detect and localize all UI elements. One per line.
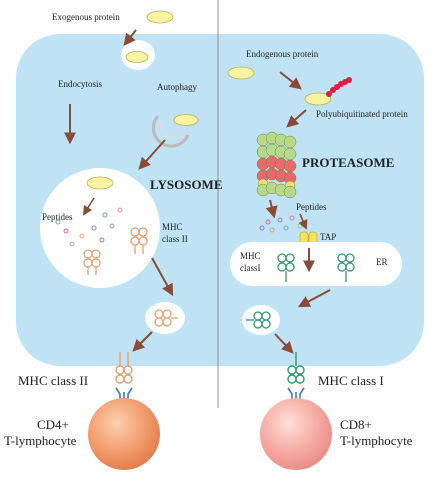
arrow-endogenous-to-ubiquitination [279, 71, 302, 90]
mhc-class-ii-molecule-bottom [83, 249, 101, 275]
mhc-class-i-surface [287, 352, 305, 384]
label-lysosome: LYSOSOME [150, 177, 223, 192]
arrow-er-to-vesicle [297, 289, 331, 308]
arrow-vesicle-to-surface-ii [132, 331, 153, 352]
label-cd8-line1: CD8+ [340, 417, 372, 432]
mhc-class-ii-exit-molecule [154, 309, 178, 327]
lysosome-peptides [55, 207, 123, 247]
mhc-class-i-molecule-er-1 [277, 253, 295, 282]
label-cd4-line1: CD4+ [37, 417, 69, 432]
endocytosed-protein-icon [125, 51, 149, 63]
mhc-class-ii-molecule-lysosome [130, 227, 148, 254]
label-mhc-class-ii: MHC class II [18, 373, 89, 388]
label-tap: TAP [320, 232, 337, 242]
label-cd4-line2: T-lymphocyte [4, 433, 77, 448]
arrow-proteasome-to-peptides [265, 199, 278, 219]
arrow-autophagy-to-lysosome [138, 139, 166, 170]
label-mhc-class-i-inner-1: MHC [240, 251, 261, 261]
mhc-class-ii-surface [115, 352, 133, 384]
label-mhc-class-ii-inner-2: class II [162, 234, 188, 244]
label-polyubiquitinated-protein: Polyubiquitinated protein [316, 109, 408, 119]
arrow-vesicle-to-surface-i [274, 333, 294, 354]
cd8-t-cell [260, 398, 332, 470]
mhc-class-i-exit-molecule [246, 311, 271, 329]
mhc-class-i-molecule-er-2 [337, 253, 355, 282]
exogenous-protein-icon [146, 10, 174, 24]
label-mhc-class-i: MHC class I [318, 373, 384, 388]
label-mhc-class-ii-inner-1: MHC [162, 222, 183, 232]
ubiquitin-chain-icon [326, 77, 352, 97]
cd4-t-cell [88, 398, 160, 470]
proteasome-icon [256, 131, 297, 199]
arrow-lysosome-to-vesicle [151, 257, 174, 297]
label-peptides-lysosome: Peptides [42, 212, 73, 222]
endogenous-protein-icon [227, 66, 255, 80]
label-autophagy: Autophagy [157, 82, 197, 92]
arrow-protein-to-peptides [82, 197, 95, 216]
label-peptides-er: Peptides [296, 202, 327, 212]
arrow-exogenous-to-vesicle [123, 29, 137, 46]
lysosome-protein-icon [86, 176, 114, 190]
label-endogenous-protein: Endogenous protein [246, 49, 319, 59]
label-endocytosis: Endocytosis [58, 79, 102, 89]
polyubiquitinated-protein-icon [304, 92, 332, 106]
mhc-i-exit-vesicle [242, 305, 280, 335]
er-compartment [230, 242, 402, 286]
label-proteasome: PROTEASOME [302, 155, 395, 170]
label-cd8-line2: T-lymphocyte [340, 433, 413, 448]
autophagy-protein-icon [173, 114, 199, 126]
label-mhc-class-i-inner-2: classI [240, 263, 261, 273]
label-er: ER [376, 257, 388, 267]
arrow-to-proteasome [286, 109, 307, 128]
arrow-peptides-to-tap [298, 213, 308, 230]
label-exogenous-protein: Exogenous protein [52, 12, 120, 22]
lysosome-vesicle [40, 168, 160, 288]
